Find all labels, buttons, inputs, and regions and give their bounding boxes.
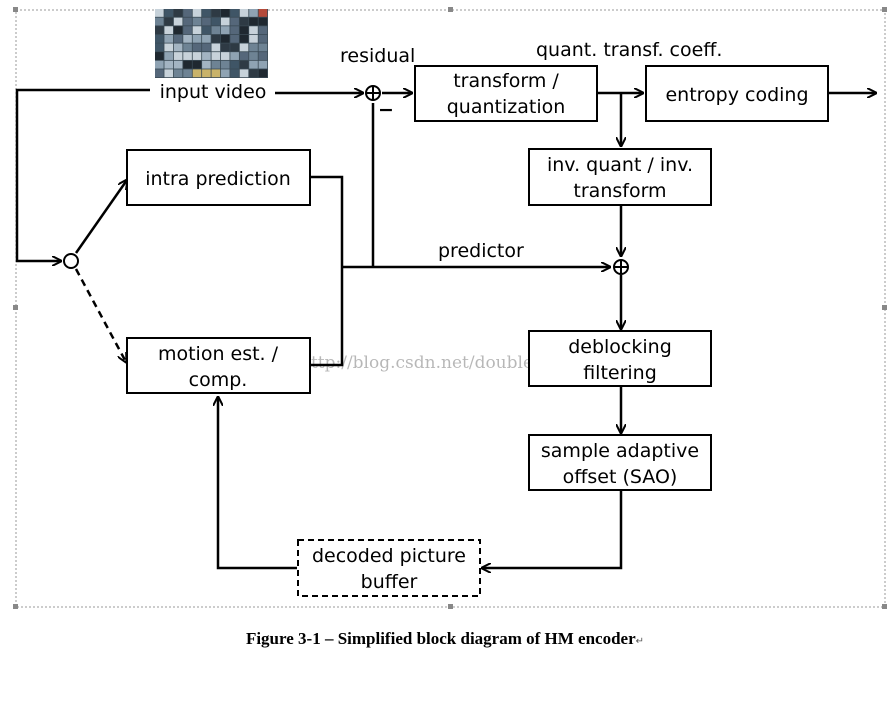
input-video-thumbnail <box>155 9 268 78</box>
svg-text:buffer: buffer <box>361 571 418 593</box>
sao-block: sample adaptive offset (SAO) <box>528 434 712 491</box>
predictor-label: predictor <box>438 240 524 262</box>
reconstruction-adder <box>613 259 629 275</box>
svg-text:quantization: quantization <box>447 96 566 118</box>
residual-label: residual <box>340 45 415 67</box>
svg-text:motion est. /: motion est. / <box>158 343 279 365</box>
entropy-coding-block: entropy coding <box>645 65 829 122</box>
mode-switch <box>63 253 79 269</box>
quant-coeff-label: quant. transf. coeff. <box>536 39 722 61</box>
svg-text:sample adaptive: sample adaptive <box>541 440 699 462</box>
residual-adder <box>365 85 381 101</box>
connectors <box>15 90 876 568</box>
svg-text:decoded picture: decoded picture <box>312 545 466 567</box>
inverse-transform-block: inv. quant / inv. transform <box>528 148 712 206</box>
svg-text:deblocking: deblocking <box>568 336 672 358</box>
svg-text:entropy coding: entropy coding <box>665 84 808 106</box>
caption-text: Figure 3-1 – Simplified block diagram of… <box>245 629 636 648</box>
return-mark: ↵ <box>635 636 645 647</box>
svg-text:offset (SAO): offset (SAO) <box>563 466 678 488</box>
decoded-picture-buffer-block: decoded picture buffer <box>297 539 481 597</box>
svg-text:intra prediction: intra prediction <box>145 168 291 190</box>
svg-text:comp.: comp. <box>189 369 248 391</box>
svg-text:filtering: filtering <box>583 362 657 384</box>
frame-handles <box>13 7 887 609</box>
deblocking-filter-block: deblocking filtering <box>528 330 712 387</box>
input-video-label: input video <box>160 81 267 103</box>
watermark: http://blog.csdn.net/double_s_c <box>300 353 568 373</box>
motion-estimation-block: motion est. / comp. <box>126 337 311 394</box>
svg-text:transform: transform <box>573 180 666 202</box>
transform-quantization-block: transform / quantization <box>414 65 598 122</box>
svg-text:inv. quant / inv.: inv. quant / inv. <box>547 154 693 176</box>
svg-text:transform /: transform / <box>453 70 559 92</box>
intra-prediction-block: intra prediction <box>126 149 311 206</box>
minus-sign: − <box>378 99 394 121</box>
figure-caption: Figure 3-1 – Simplified block diagram of… <box>0 629 890 649</box>
